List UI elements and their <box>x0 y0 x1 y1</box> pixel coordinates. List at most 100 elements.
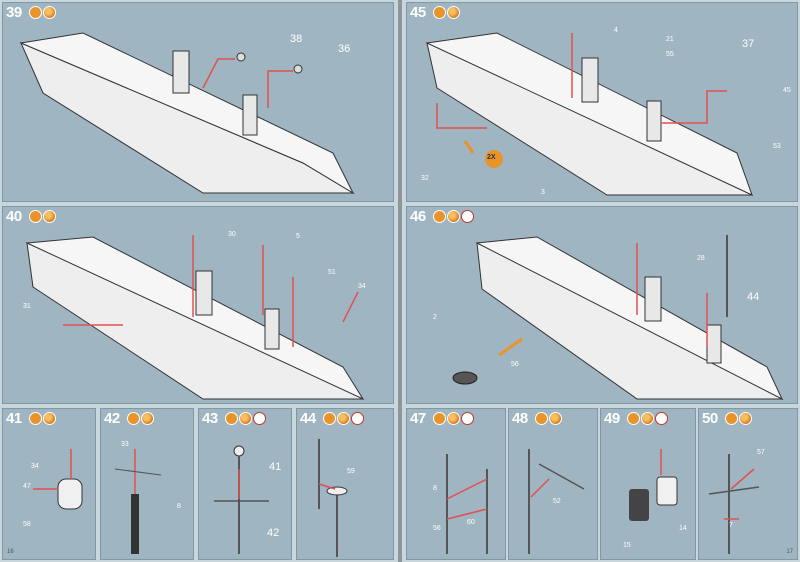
searchlight-housing <box>629 489 649 521</box>
paint-icon <box>29 412 42 425</box>
glue-icon <box>739 412 752 425</box>
assembly-arrow <box>446 478 488 500</box>
step-40-number: 40 <box>6 208 22 225</box>
step-39-number: 39 <box>6 4 22 21</box>
step-42-drawing <box>114 449 162 554</box>
clock-icon <box>351 412 364 425</box>
step-43-number: 43 <box>202 410 218 427</box>
yard-arm <box>708 486 760 495</box>
glue-icon <box>337 412 350 425</box>
glue-icon <box>447 210 460 223</box>
step-39-panel: 39 38 36 <box>2 2 394 202</box>
part-label: 51 <box>328 269 336 276</box>
assembly-arrow <box>202 58 235 89</box>
step-48-number: 48 <box>512 410 528 427</box>
assembly-arrow <box>662 90 727 124</box>
step-45-drawing <box>425 32 754 196</box>
step-46-drawing <box>452 235 784 401</box>
clock-icon <box>253 412 266 425</box>
gun-turret <box>452 371 478 385</box>
step-43-drawing <box>214 445 269 554</box>
searchlight-cover <box>656 476 678 506</box>
direction-arrow <box>498 337 523 357</box>
part-label: 38 <box>290 33 303 45</box>
mast-top <box>233 445 245 457</box>
direction-arrow <box>463 140 475 154</box>
step-40-drawing <box>25 235 365 401</box>
funnel-1 <box>195 270 213 316</box>
glue-icon <box>549 412 562 425</box>
assembly-arrow <box>530 478 550 498</box>
paint-icon <box>535 412 548 425</box>
part-label: 42 <box>267 527 280 539</box>
part-label: 28 <box>697 255 705 262</box>
paint-icon <box>127 412 140 425</box>
part-label: 33 <box>121 441 129 448</box>
part-label: 56 <box>511 361 519 368</box>
step-48-icons <box>535 412 562 425</box>
part-label: 8 <box>433 485 437 492</box>
part-label: 32 <box>421 175 429 182</box>
step-46-panel: 46 44 28 2 56 <box>406 206 798 404</box>
assembly-badge <box>485 150 503 168</box>
ship-deck <box>25 236 365 401</box>
part-label: 52 <box>553 498 561 505</box>
ship-deck <box>475 236 784 401</box>
clock-icon <box>655 412 668 425</box>
part-label: 7 <box>729 522 733 529</box>
step-42-icons <box>127 412 154 425</box>
step-45-number: 45 <box>410 4 426 21</box>
step-49-panel: 49 15 14 <box>600 408 696 560</box>
part-label: 15 <box>623 542 631 549</box>
assembly-arrow <box>318 483 336 490</box>
part-label: 60 <box>467 519 475 526</box>
part-label: 47 <box>23 483 31 490</box>
step-44-drawing <box>318 439 348 557</box>
part-label: 44 <box>747 291 760 303</box>
part-label: 5 <box>296 233 300 240</box>
part-label: 14 <box>679 525 687 532</box>
step-50-panel: 50 57 7 17 <box>698 408 798 560</box>
step-50-drawing <box>708 454 760 554</box>
part-label: 59 <box>347 468 355 475</box>
page-number-left: 16 <box>7 549 14 555</box>
step-41-panel: 41 34 47 58 16 <box>2 408 96 560</box>
step-45-icons <box>433 6 460 19</box>
step-42-panel: 42 33 8 <box>100 408 194 560</box>
assembly-arrow <box>436 103 487 129</box>
part-36 <box>293 64 303 74</box>
book-gutter <box>398 0 402 562</box>
assembly-arrow <box>730 468 755 490</box>
part-label: 21 <box>666 36 674 43</box>
step-40-panel: 40 30 5 51 34 31 <box>2 206 394 404</box>
step-45-panel: 45 37 2X 4 21 55 45 53 32 3 <box>406 2 798 202</box>
paint-icon <box>627 412 640 425</box>
step-49-icons <box>627 412 668 425</box>
part-label: 36 <box>338 43 351 55</box>
step-49-drawing <box>629 449 678 521</box>
funnel-1 <box>172 50 190 94</box>
paint-icon <box>29 6 42 19</box>
part-label: 31 <box>23 303 31 310</box>
yard-arm <box>114 468 162 476</box>
part-label: 3 <box>541 189 545 196</box>
part-label: 56 <box>433 525 441 532</box>
part-label: 55 <box>666 51 674 58</box>
part-label: 34 <box>358 283 366 290</box>
part-38 <box>236 52 246 62</box>
step-47-panel: 47 8 56 60 <box>406 408 506 560</box>
part-label: 34 <box>31 463 39 470</box>
ship-deck <box>425 32 753 196</box>
glue-icon <box>43 6 56 19</box>
paint-icon <box>29 210 42 223</box>
glue-icon <box>239 412 252 425</box>
step-47-icons <box>433 412 474 425</box>
searchlight-base <box>57 478 83 510</box>
step-47-number: 47 <box>410 410 426 427</box>
part-label: 8 <box>177 503 181 510</box>
glue-icon <box>447 412 460 425</box>
paint-icon <box>725 412 738 425</box>
step-42-number: 42 <box>104 410 120 427</box>
funnel-2 <box>706 324 722 364</box>
part-label: 30 <box>228 231 236 238</box>
